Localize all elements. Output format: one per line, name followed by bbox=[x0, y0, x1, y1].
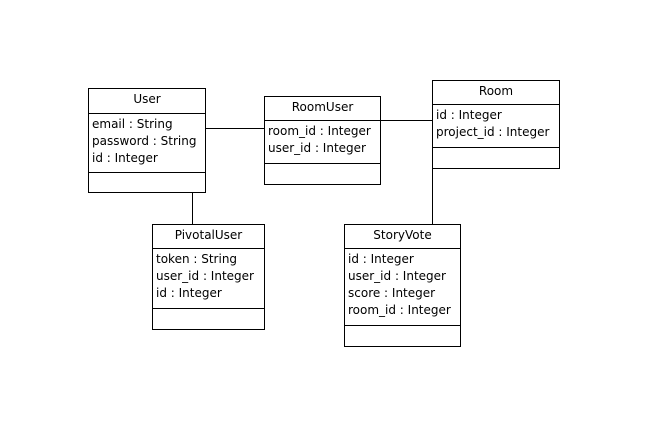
attribute: user_id : Integer bbox=[348, 269, 446, 283]
attribute: id : Integer bbox=[156, 286, 222, 300]
connector-roomuser-room bbox=[380, 120, 433, 121]
attribute: user_id : Integer bbox=[268, 141, 366, 155]
class-attributes: room_id : Integer user_id : Integer bbox=[265, 121, 380, 164]
class-pivotaluser[interactable]: PivotalUser token : String user_id : Int… bbox=[152, 224, 265, 330]
connector-user-pivotaluser bbox=[192, 192, 193, 225]
class-name: User bbox=[89, 89, 205, 114]
class-name: PivotalUser bbox=[153, 225, 264, 249]
class-name: StoryVote bbox=[345, 225, 460, 249]
attribute: score : Integer bbox=[348, 286, 436, 300]
class-name: RoomUser bbox=[265, 97, 380, 121]
class-storyvote[interactable]: StoryVote id : Integer user_id : Integer… bbox=[344, 224, 461, 347]
class-roomuser[interactable]: RoomUser room_id : Integer user_id : Int… bbox=[264, 96, 381, 185]
attribute: user_id : Integer bbox=[156, 269, 254, 283]
class-attributes: token : String user_id : Integer id : In… bbox=[153, 249, 264, 309]
attribute: password : String bbox=[92, 134, 197, 148]
connector-room-storyvote bbox=[432, 168, 433, 225]
attribute: id : Integer bbox=[348, 252, 414, 266]
class-user[interactable]: User email : String password : String id… bbox=[88, 88, 206, 193]
class-room[interactable]: Room id : Integer project_id : Integer bbox=[432, 80, 560, 169]
attribute: project_id : Integer bbox=[436, 125, 550, 139]
class-attributes: id : Integer project_id : Integer bbox=[433, 105, 559, 148]
attribute: room_id : Integer bbox=[268, 124, 371, 138]
connector-user-roomuser bbox=[205, 128, 265, 129]
attribute: room_id : Integer bbox=[348, 303, 451, 317]
class-attributes: id : Integer user_id : Integer score : I… bbox=[345, 249, 460, 326]
attribute: token : String bbox=[156, 252, 238, 266]
class-attributes: email : String password : String id : In… bbox=[89, 114, 205, 173]
attribute: id : Integer bbox=[436, 108, 502, 122]
attribute: email : String bbox=[92, 117, 173, 131]
class-name: Room bbox=[433, 81, 559, 105]
attribute: id : Integer bbox=[92, 151, 158, 165]
